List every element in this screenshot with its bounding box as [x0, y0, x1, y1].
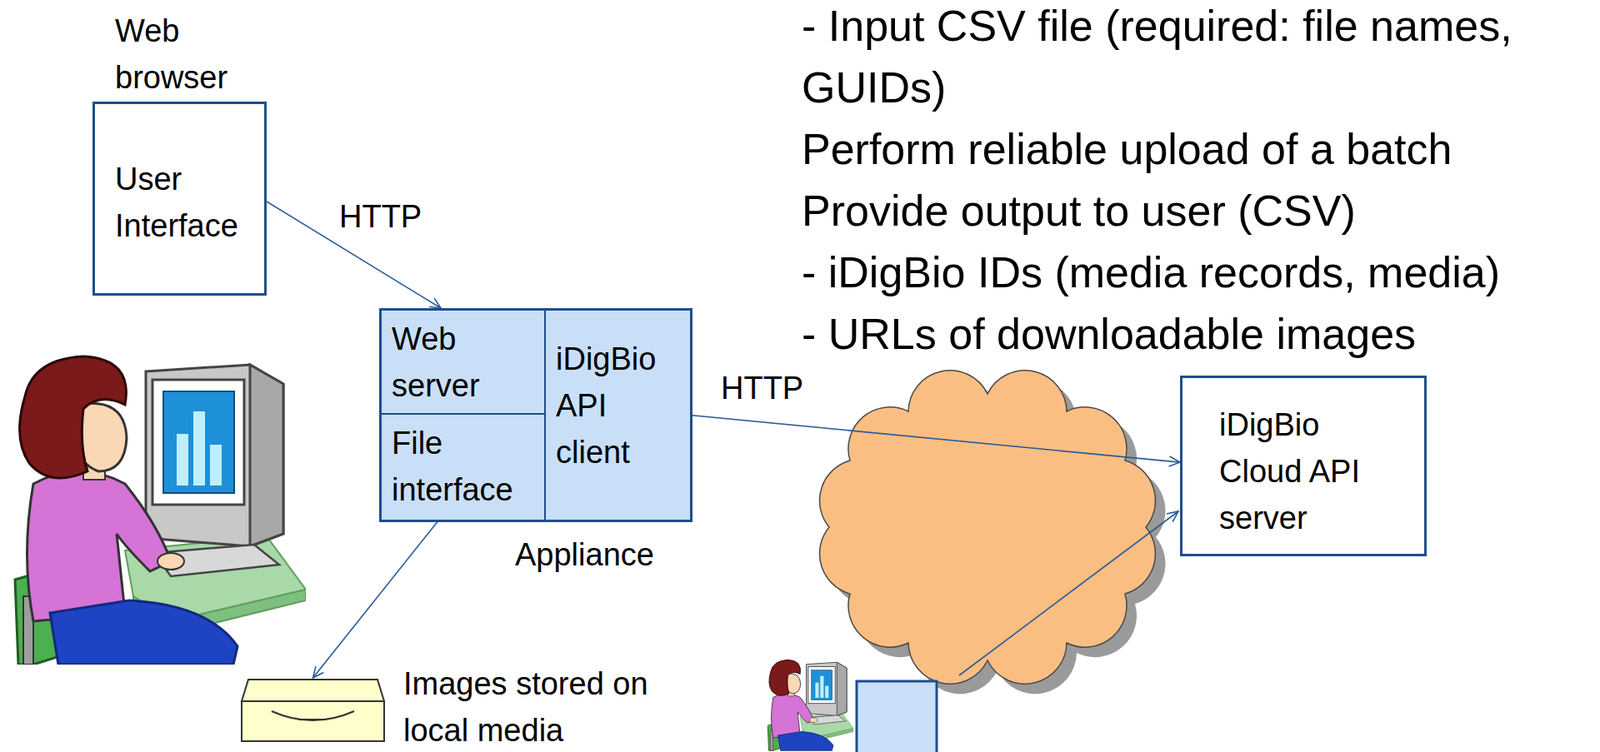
- box-heading: Appliance: [515, 531, 655, 579]
- disk-drive: Images stored on local media: [240, 678, 386, 745]
- component-cell: iDigBio API client: [545, 310, 690, 520]
- protocol-label: HTTP: [718, 370, 806, 407]
- note-line: Provide output to user (CSV): [801, 180, 1596, 242]
- note-line: - iDigBio IDs (media records, media): [801, 241, 1596, 304]
- note-line: - Input CSV file (required: file names, …: [801, 0, 1596, 119]
- note-line: - URLs of downloadable images: [801, 303, 1596, 365]
- note-line: Perform reliable upload of a batch: [801, 118, 1596, 180]
- box-text: Web server: [391, 315, 536, 410]
- box-text: iDigBio API client: [555, 335, 682, 476]
- component-cell: File interface: [381, 415, 546, 520]
- box-text: iDigBio Cloud API server: [1219, 401, 1400, 542]
- box-text: File interface: [391, 420, 536, 514]
- protocol-label: HTTP: [336, 198, 425, 235]
- component-cell: Web server: [381, 310, 546, 415]
- disk-drive-icon: [240, 678, 386, 745]
- browser-box: Web browserUser Interface: [92, 101, 267, 296]
- connector: [690, 415, 1180, 464]
- appliance-box: ApplianceWeb serverFile interfaceiDigBio…: [379, 308, 693, 523]
- box-text: User Interface: [115, 155, 251, 250]
- server-box: iDigBio Cloud API server: [1180, 375, 1427, 557]
- notes-block: - Input CSV file (required: file names, …: [801, 0, 1596, 365]
- connector: [313, 520, 440, 679]
- storage-label: Images stored on local media: [403, 660, 654, 752]
- box-heading: Web browser: [115, 7, 282, 101]
